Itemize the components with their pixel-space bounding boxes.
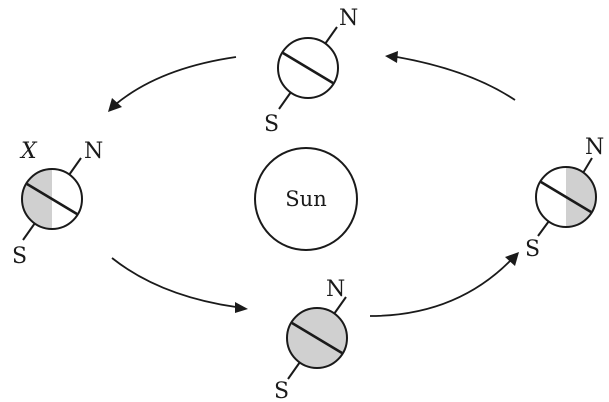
- south-axis: [22, 222, 36, 241]
- equator-line: [291, 321, 343, 355]
- south-label: S: [525, 237, 540, 262]
- north-label: N: [339, 6, 358, 31]
- north-label: N: [326, 277, 345, 302]
- night-side-shading: [22, 169, 52, 229]
- earth-top: N S: [264, 6, 358, 137]
- position-x-label: X: [19, 139, 38, 164]
- sun-circle: [254, 147, 358, 251]
- sun: Sun: [254, 147, 358, 251]
- arrowhead-bottom-to-right: [505, 252, 519, 266]
- north-axis: [582, 157, 593, 174]
- arrowhead-left-to-bottom: [235, 302, 248, 313]
- equator-line: [26, 182, 78, 216]
- earth-left: N S X: [12, 139, 103, 269]
- night-side-shading: [566, 167, 596, 227]
- north-axis: [68, 157, 82, 176]
- earth-bottom: N S: [274, 277, 348, 402]
- orbit-arrow-top-to-left: [115, 56, 237, 105]
- orbit-arrow-right-to-top: [396, 56, 516, 101]
- south-label: S: [274, 379, 289, 402]
- equator-line: [540, 180, 592, 214]
- south-axis: [287, 361, 301, 380]
- orbit-arrows: [108, 51, 519, 317]
- north-axis: [333, 296, 347, 315]
- equator-line: [282, 51, 334, 85]
- south-label: S: [12, 244, 27, 269]
- south-label: S: [264, 112, 279, 137]
- earth-globe: [535, 166, 597, 228]
- orbit-arrow-left-to-bottom: [111, 257, 237, 308]
- north-axis: [324, 26, 338, 45]
- arrowhead-top-to-left: [108, 98, 122, 112]
- earth-globe: [21, 168, 83, 230]
- earth-right: N S: [525, 135, 604, 262]
- orbit-arrow-bottom-to-right: [369, 260, 511, 317]
- south-axis: [537, 220, 550, 237]
- earth-globe: [277, 37, 339, 99]
- north-label: N: [84, 139, 103, 164]
- sun-label: Sun: [285, 187, 326, 211]
- south-axis: [278, 91, 292, 110]
- north-label: N: [585, 135, 604, 160]
- arrowhead-right-to-top: [385, 51, 398, 63]
